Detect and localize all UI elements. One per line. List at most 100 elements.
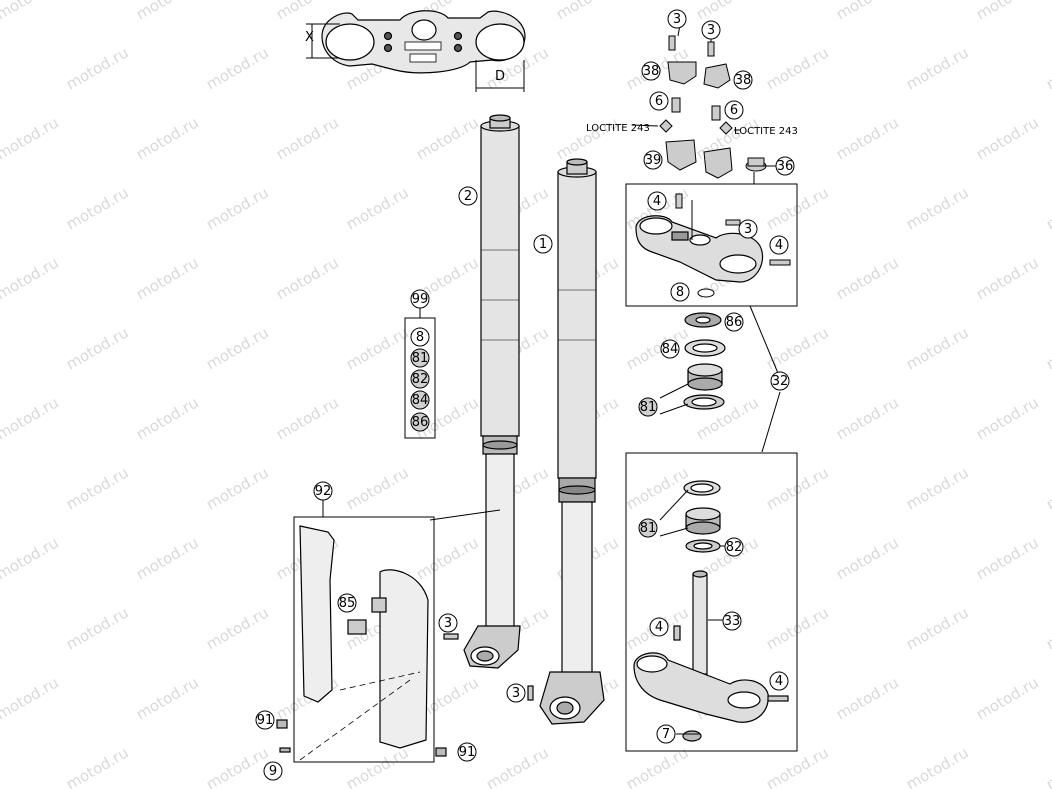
callout-circle: [656, 724, 676, 744]
callout-circle: [313, 481, 333, 501]
watermark-text: motod.ru: [903, 743, 972, 789]
callout-c91-left: 91: [255, 710, 275, 730]
callout-c3-upper-clamp: 3: [738, 219, 758, 239]
watermark-text: motod.ru: [343, 183, 412, 233]
bearing-stack: [683, 312, 726, 410]
callout-number: 33: [724, 614, 741, 629]
watermark-text: motod.ru: [63, 183, 132, 233]
watermark-text: motod.ru: [903, 183, 972, 233]
callout-circle: [638, 518, 658, 538]
watermark-text: motod.ru: [63, 323, 132, 373]
fork-guards: [276, 525, 534, 761]
callout-number: 91: [257, 713, 274, 728]
callout-circle: [410, 390, 430, 410]
callout-circle: [641, 61, 661, 81]
callout-c8-upper: 8: [670, 282, 690, 302]
watermark-text: motod.ru: [343, 323, 412, 373]
callout-c82: 82: [724, 537, 744, 557]
callout-kit-82: 82: [410, 369, 430, 389]
callout-circle: [769, 671, 789, 691]
watermark-text: motod.ru: [343, 463, 412, 513]
callout-c4-lower-right: 4: [769, 671, 789, 691]
callout-c32: 32: [770, 371, 790, 391]
callout-number: 82: [726, 540, 743, 555]
callout-kit-84: 84: [410, 390, 430, 410]
watermark-text: motod.ru: [973, 0, 1042, 23]
watermark-text: motod.ru: [763, 323, 832, 373]
callout-number: 81: [412, 351, 429, 366]
callout-number: 9: [269, 764, 277, 779]
watermark-text: motod.ru: [833, 253, 902, 303]
watermark-text: motod.ru: [833, 533, 902, 583]
callout-c6-left: 6: [649, 91, 669, 111]
callout-number: 4: [775, 238, 783, 253]
watermark-text: motod.ru: [203, 743, 272, 789]
watermark-text: motod.ru: [63, 743, 132, 789]
callout-number: 3: [673, 12, 681, 27]
lower-clamp-box: [625, 452, 798, 752]
callout-c39: 39: [643, 150, 663, 170]
watermark-text: motod.ru: [133, 0, 202, 23]
callout-c4-upper-left: 4: [647, 191, 667, 211]
watermark-text: motod.ru: [273, 393, 342, 443]
callout-circle: [667, 9, 687, 29]
watermark-text: motod.ru: [1043, 603, 1052, 653]
watermark-text: motod.ru: [273, 113, 342, 163]
upper-clamp-box: [625, 183, 798, 307]
callout-number: 1: [539, 237, 547, 252]
callout-number: 3: [707, 23, 715, 38]
watermark-text: motod.ru: [343, 743, 412, 789]
callout-number: 38: [735, 73, 752, 88]
watermark-text: motod.ru: [63, 463, 132, 513]
watermark-text: motod.ru: [63, 43, 132, 93]
watermark-text: motod.ru: [833, 393, 902, 443]
watermark-text: motod.ru: [903, 603, 972, 653]
watermark-text: motod.ru: [1043, 43, 1052, 93]
watermark-text: motod.ru: [0, 393, 62, 443]
watermark-text: motod.ru: [0, 113, 62, 163]
callout-circle: [263, 761, 283, 781]
watermark-text: motod.ru: [833, 0, 902, 23]
callout-c81-upper: 81: [638, 397, 658, 417]
callout-circle: [410, 369, 430, 389]
callout-circle: [410, 412, 430, 432]
watermark-text: motod.ru: [133, 113, 202, 163]
callout-number: 4: [655, 620, 663, 635]
watermark-text: motod.ru: [133, 673, 202, 723]
callout-c84: 84: [660, 339, 680, 359]
watermark-text: motod.ru: [413, 113, 482, 163]
handlebar-clamp-parts: [659, 35, 791, 298]
callout-circle: [410, 348, 430, 368]
watermark-text: motod.ru: [0, 0, 62, 23]
watermark-text: motod.ru: [973, 673, 1042, 723]
watermark-text: motod.ru: [63, 603, 132, 653]
callout-c4-lower-left: 4: [649, 617, 669, 637]
watermark-text: motod.ru: [623, 743, 692, 789]
callout-number: 3: [744, 222, 752, 237]
callout-c36: 36: [775, 156, 795, 176]
callout-number: 85: [339, 596, 356, 611]
dimension-d-label: D: [495, 69, 505, 84]
callout-c3-bottom: 3: [506, 683, 526, 703]
watermark-text: motod.ru: [203, 323, 272, 373]
callout-number: 81: [640, 521, 657, 536]
watermark-text: motod.ru: [133, 253, 202, 303]
callout-circle: [533, 234, 553, 254]
callout-c6-right: 6: [724, 100, 744, 120]
watermark-text: motod.ru: [763, 43, 832, 93]
callout-circle: [649, 91, 669, 111]
callout-number: 32: [772, 374, 789, 389]
callout-number: 81: [640, 400, 657, 415]
callout-circle: [506, 683, 526, 703]
callout-number: 86: [726, 315, 743, 330]
callout-kit-86: 86: [410, 412, 430, 432]
callout-c85: 85: [337, 593, 357, 613]
callout-c7: 7: [656, 724, 676, 744]
kit-box: [404, 307, 436, 439]
callout-c33: 33: [722, 611, 742, 631]
callout-number: 84: [412, 393, 429, 408]
top-clamp-dimension-view: [306, 10, 526, 92]
watermark-text: motod.ru: [903, 43, 972, 93]
loctite-label-left: LOCTITE 243: [586, 123, 650, 134]
